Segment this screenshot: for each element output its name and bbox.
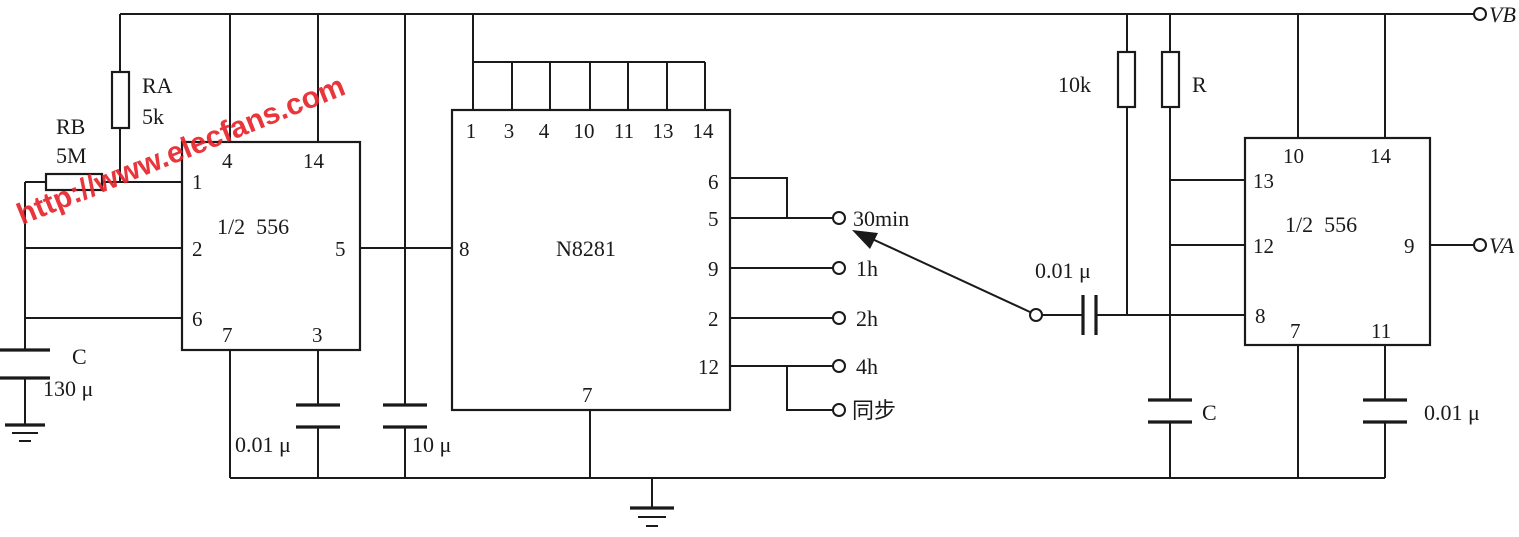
rb-label: RB (56, 114, 85, 139)
output-label-1h: 1h (856, 256, 878, 281)
left-ic-pin-1: 1 (192, 170, 203, 194)
ic-left-556 (180, 140, 362, 352)
counter-pin-6: 6 (708, 170, 719, 194)
resistor-r-label: R (1192, 72, 1207, 97)
terminal-1h (832, 261, 846, 275)
left-ic-pin-14: 14 (303, 149, 325, 173)
rb-value: 5M (56, 143, 87, 168)
counter-ic-name: N8281 (556, 236, 616, 261)
counter-pin-5: 5 (708, 207, 719, 231)
terminal-va (1473, 238, 1487, 252)
resistor-r (1160, 50, 1181, 109)
resistor-ra (110, 70, 131, 130)
terminal-4h (832, 359, 846, 373)
right-ic-name: 1/2 556 (1285, 212, 1357, 237)
left-ic-name: 1/2 556 (217, 214, 289, 239)
left-ic-pin-3: 3 (312, 323, 323, 347)
right-ic-pin-11: 11 (1371, 319, 1391, 343)
right-timing-cap-label: C (1202, 400, 1217, 425)
counter-top-pin: 13 (653, 119, 674, 143)
counter-pin-8: 8 (459, 237, 470, 261)
counter-top-pin: 10 (574, 119, 595, 143)
capacitor-timing-left (0, 348, 50, 380)
ic-right-556 (1243, 136, 1432, 347)
ra-value: 5k (142, 104, 164, 129)
counter-pin-12: 12 (698, 355, 719, 379)
rail-label-vb: VB (1489, 2, 1516, 27)
coupling-cap-value: 0.01 μ (1035, 258, 1091, 283)
left-ic-pin-7: 7 (222, 323, 233, 347)
counter-top-pins: 1 3 4 10 11 13 14 (466, 119, 714, 143)
selector-switch-pivot (1029, 308, 1043, 322)
right-ic-pin-9: 9 (1404, 234, 1415, 258)
ground-symbol-left (5, 423, 45, 442)
capacitor-supply (383, 403, 427, 429)
ra-label: RA (142, 73, 173, 98)
ground-symbol-main (630, 506, 674, 527)
right-ic-pin-8: 8 (1255, 304, 1266, 328)
ic-n8281-counter (450, 108, 732, 412)
capacitor-coupling (1081, 295, 1098, 335)
resistor-10k-value: 10k (1058, 72, 1091, 97)
left-ic-pin-4: 4 (222, 149, 233, 173)
left-ic-pin-6: 6 (192, 307, 203, 331)
wiring (24, 13, 1474, 508)
supply-cap-value: 10 μ (412, 432, 451, 457)
counter-top-pin: 3 (504, 119, 515, 143)
output-label-sync: 同步 (852, 398, 896, 423)
rail-label-va: VA (1489, 233, 1515, 258)
control-cap-value: 0.01 μ (235, 432, 291, 457)
counter-top-pin: 11 (614, 119, 634, 143)
right-ic-pin-12: 12 (1253, 234, 1274, 258)
capacitor-timing-right (1148, 398, 1192, 424)
left-ic-pin-5: 5 (335, 237, 346, 261)
terminal-30min (832, 211, 846, 225)
capacitor-control-right (1363, 398, 1407, 424)
right-ic-pin-7: 7 (1290, 319, 1301, 343)
right-control-cap-value: 0.01 μ (1424, 400, 1480, 425)
output-label-30min: 30min (853, 206, 909, 231)
timing-cap-label: C (72, 344, 87, 369)
output-label-2h: 2h (856, 306, 878, 331)
counter-pin-7: 7 (582, 383, 593, 407)
right-ic-pin-14: 14 (1370, 144, 1392, 168)
terminal-2h (832, 311, 846, 325)
counter-top-pin: 4 (539, 119, 550, 143)
counter-top-pin: 14 (693, 119, 715, 143)
capacitor-control-left (296, 403, 340, 429)
terminal-sync (832, 403, 846, 417)
counter-pin-9: 9 (708, 257, 719, 281)
right-ic-pin-10: 10 (1283, 144, 1304, 168)
resistor-10k (1116, 50, 1137, 109)
resistor-rb (44, 172, 104, 192)
left-ic-pin-2: 2 (192, 237, 203, 261)
counter-pin-2: 2 (708, 307, 719, 331)
terminal-vb (1473, 7, 1487, 21)
output-label-4h: 4h (856, 354, 878, 379)
timing-cap-value: 130 μ (43, 376, 93, 401)
right-ic-pin-13: 13 (1253, 169, 1274, 193)
counter-top-pin: 1 (466, 119, 477, 143)
